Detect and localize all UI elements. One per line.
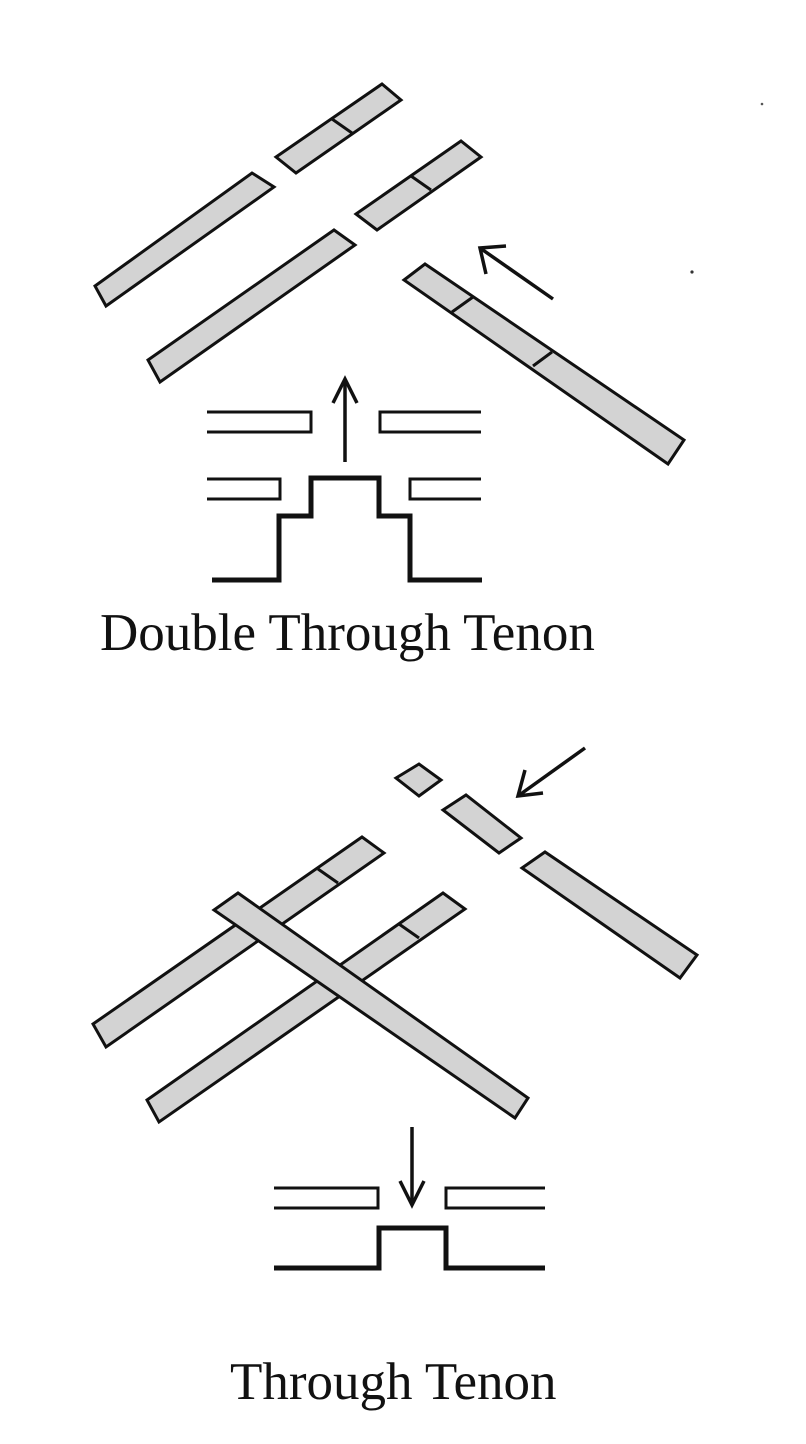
double-insert-arrow-head: [477, 244, 507, 275]
double-slot-upper-right: [378, 410, 481, 434]
through-slot-left: [274, 1186, 380, 1210]
through-insert-arrow-head: [515, 769, 544, 799]
through-tenon-caption: Through Tenon: [230, 1353, 557, 1411]
double-slot-lower-left: [207, 477, 282, 501]
through-insert-arrow-shaft: [516, 746, 587, 798]
through-rafter-inner-body: [145, 891, 468, 1125]
through-rafter-inner-seam: [398, 922, 420, 940]
through-rafter-outer-seam: [317, 867, 339, 885]
stray-dot-2: [690, 270, 694, 274]
rafter-inner-seam: [410, 174, 432, 192]
through-rafter-inner: [145, 891, 468, 1125]
double-through-tenon-caption: Double Through Tenon: [100, 604, 595, 662]
double-through-tenon-figure: Double Through Tenon: [93, 82, 764, 662]
through-tenon-piece: [440, 793, 524, 855]
through-tenon-figure: Through Tenon: [91, 746, 700, 1411]
through-crossing-beam: [211, 891, 531, 1121]
rafter-outer-seam: [331, 117, 353, 135]
double-tenon-profile: [212, 475, 482, 583]
through-rafter-outer: [91, 835, 387, 1050]
double-tenon-piece: [401, 262, 687, 467]
double-tenon-body: [401, 262, 687, 467]
through-rafter-outer-body: [91, 835, 387, 1050]
double-section-up-arrow: [331, 375, 359, 462]
rafter-inner: [146, 139, 484, 385]
double-section-detail: [207, 375, 482, 583]
through-section-down-arrow-head: [398, 1180, 426, 1209]
rafter-inner-upper-part: [353, 139, 484, 232]
double-tenon-step-2: [532, 350, 553, 368]
rafter-inner-lower-part: [146, 228, 358, 385]
double-section-up-arrow-head: [331, 375, 359, 404]
rafter-outer: [93, 82, 404, 309]
rafter-outer-upper-part: [273, 82, 404, 175]
through-section-detail: [274, 1127, 545, 1271]
double-tenon-step-1: [451, 295, 474, 314]
through-slot-right: [444, 1186, 545, 1210]
through-tenon-profile: [274, 1225, 545, 1271]
double-insert-arrow-shaft: [478, 246, 555, 301]
stray-dot-1: [760, 102, 764, 106]
double-slot-upper-left: [207, 410, 313, 434]
through-small-block: [393, 762, 444, 798]
double-slot-lower-right: [408, 477, 481, 501]
double-insert-arrow: [477, 244, 555, 301]
through-section-down-arrow: [398, 1127, 426, 1209]
through-insert-arrow: [515, 746, 587, 799]
through-right-rafter-stub: [519, 850, 700, 981]
rafter-outer-lower-part: [93, 171, 277, 309]
